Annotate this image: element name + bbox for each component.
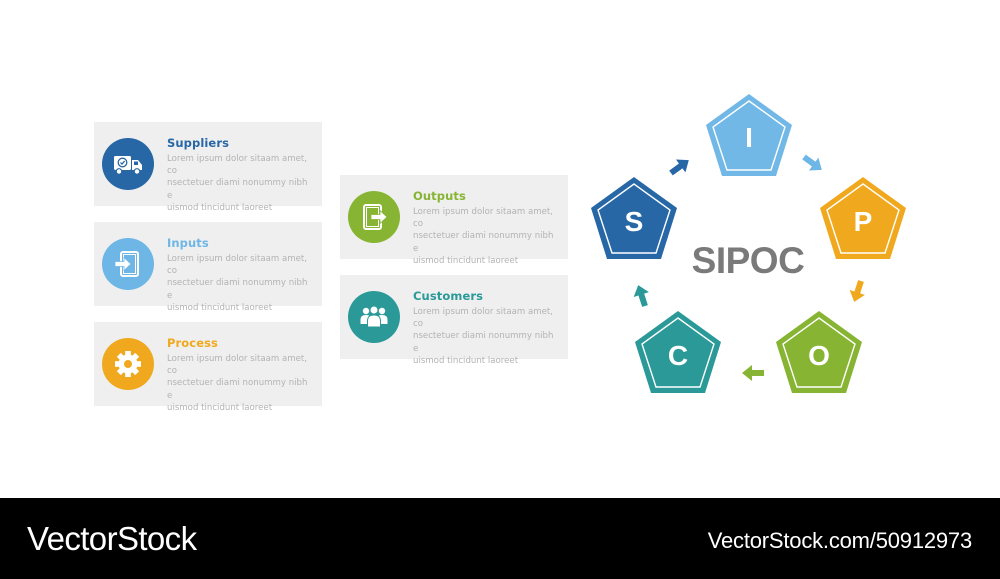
svg-text:S: S bbox=[625, 206, 644, 237]
arrow-c-to-s bbox=[633, 285, 649, 307]
image-url-text: VectorStock.com/50912973 bbox=[707, 528, 972, 553]
infographic-canvas: Suppliers Lorem ipsum dolor sitaam amet,… bbox=[94, 94, 906, 413]
sign-in-icon bbox=[114, 251, 139, 277]
pentagon-process: P bbox=[820, 177, 906, 259]
card-title: Process bbox=[167, 336, 219, 350]
card-customers: Customers Lorem ipsum dolor sitaam amet,… bbox=[340, 275, 568, 366]
card-description: Lorem ipsum dolor sitaam amet, co nsecte… bbox=[413, 307, 554, 366]
card-inputs: Inputs Lorem ipsum dolor sitaam amet, co… bbox=[94, 222, 322, 313]
arrow-i-to-p bbox=[802, 154, 822, 171]
delivery-truck-icon bbox=[114, 156, 142, 175]
svg-text:C: C bbox=[668, 340, 688, 371]
pentagon-suppliers: S bbox=[591, 177, 677, 259]
card-description: Lorem ipsum dolor sitaam amet, co nsecte… bbox=[413, 207, 554, 266]
watermark-footer: VectorStock VectorStock.com/50912973 bbox=[0, 498, 1000, 579]
card-title: Inputs bbox=[167, 236, 209, 250]
svg-text:O: O bbox=[808, 340, 830, 371]
svg-text:I: I bbox=[745, 122, 753, 153]
pentagon-customers: C bbox=[635, 311, 721, 393]
card-title: Customers bbox=[413, 289, 484, 303]
card-suppliers: Suppliers Lorem ipsum dolor sitaam amet,… bbox=[94, 122, 322, 213]
process-icon-badge bbox=[102, 338, 154, 390]
card-title: Outputs bbox=[413, 189, 466, 203]
card-process: Process Lorem ipsum dolor sitaam amet, c… bbox=[94, 322, 322, 413]
arrow-p-to-o bbox=[849, 280, 865, 302]
card-outputs: Outputs Lorem ipsum dolor sitaam amet, c… bbox=[340, 175, 568, 266]
inputs-icon-badge bbox=[102, 238, 154, 290]
sipoc-center-label: SIPOC bbox=[691, 240, 805, 281]
gear-icon bbox=[115, 351, 141, 377]
suppliers-icon-badge bbox=[102, 138, 154, 190]
card-description: Lorem ipsum dolor sitaam amet, co nsecte… bbox=[167, 354, 308, 413]
customers-icon-badge bbox=[348, 291, 400, 343]
arrow-o-to-c bbox=[742, 365, 764, 381]
brand-logo-text: VectorStock bbox=[27, 520, 197, 557]
users-group-icon bbox=[360, 305, 388, 328]
card-title: Suppliers bbox=[167, 136, 230, 150]
arrow-s-to-i bbox=[669, 159, 689, 176]
card-description: Lorem ipsum dolor sitaam amet, co nsecte… bbox=[167, 154, 308, 213]
sipoc-cycle-diagram: I S P O bbox=[591, 94, 906, 393]
pentagon-outputs: O bbox=[776, 311, 862, 393]
pentagon-inputs: I bbox=[706, 94, 792, 176]
svg-text:P: P bbox=[854, 206, 873, 237]
card-description: Lorem ipsum dolor sitaam amet, co nsecte… bbox=[167, 254, 308, 313]
outputs-icon-badge bbox=[348, 191, 400, 243]
sign-out-icon bbox=[363, 204, 388, 230]
